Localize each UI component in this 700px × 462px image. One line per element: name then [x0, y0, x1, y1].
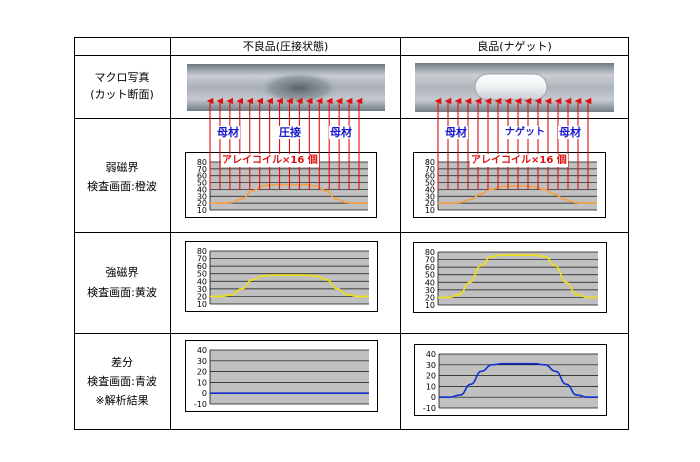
label-base-metal-bad-left: 母材	[216, 126, 240, 139]
y-tick-label: 70	[197, 165, 207, 174]
rule-left	[74, 37, 75, 430]
rule-col2	[400, 37, 401, 430]
y-tick-label: 40	[425, 278, 435, 287]
row-label-weak-line2: 検査画面:橙波	[87, 180, 157, 193]
series-line	[438, 254, 598, 299]
row-label-diff-line2: 検査画面:青波	[87, 375, 157, 388]
label-base-metal-good-left: 母材	[444, 126, 468, 139]
rule-col1	[170, 37, 171, 430]
plot-area	[210, 251, 369, 304]
y-tick-label: 20	[197, 292, 207, 301]
row-label-macro-line2: (カット断面)	[90, 88, 154, 101]
y-tick-label: 20	[426, 372, 436, 381]
y-tick-label: -10	[194, 400, 207, 409]
y-tick-label: 30	[425, 192, 435, 201]
rule-top	[74, 37, 629, 38]
plot-area	[210, 350, 369, 404]
y-tick-label: 0	[202, 389, 207, 398]
y-tick-label: 60	[425, 263, 435, 272]
row-label-strong-line2: 検査画面:黄波	[87, 286, 157, 299]
row-label-diff: 差分 検査画面:青波 ※解析結果	[74, 355, 170, 408]
y-tick-label: 20	[197, 368, 207, 377]
y-tick-label: 10	[426, 382, 436, 391]
comparison-table: 不良品(圧接状態) 良品(ナゲット) マクロ写真 (カット断面) 弱磁界 検査画…	[74, 37, 629, 430]
rule-header	[74, 55, 629, 56]
y-tick-label: 10	[425, 206, 435, 215]
y-tick-label: 80	[197, 247, 207, 256]
y-tick-label: 30	[426, 361, 436, 370]
y-tick-label: 40	[425, 185, 435, 194]
row-label-weak: 弱磁界 検査画面:橙波	[74, 160, 170, 194]
row-label-strong: 強磁界 検査画面:黄波	[74, 265, 170, 300]
row-label-weak-line1: 弱磁界	[105, 161, 139, 174]
row-label-diff-line1: 差分	[111, 356, 133, 369]
y-tick-label: 20	[197, 199, 207, 208]
row-label-strong-line1: 強磁界	[105, 266, 139, 279]
y-tick-label: 10	[197, 300, 207, 309]
y-tick-label: 0	[431, 393, 436, 402]
y-tick-label: 60	[197, 262, 207, 271]
series-line	[210, 274, 369, 298]
coil-arrows-overlay	[206, 97, 592, 190]
y-tick-label: 80	[425, 158, 435, 167]
y-tick-label: 80	[197, 158, 207, 167]
label-array-coil-good: アレイコイル×16 個	[470, 154, 568, 167]
y-tick-label: 30	[425, 286, 435, 295]
row-label-diff-line3: ※解析結果	[95, 394, 149, 407]
y-tick-label: -10	[423, 404, 436, 413]
label-base-metal-bad-right: 母材	[329, 126, 353, 139]
y-tick-label: 50	[425, 179, 435, 188]
label-pressure-weld: 圧接	[278, 126, 302, 139]
y-tick-label: 40	[197, 185, 207, 194]
series-line	[439, 362, 598, 398]
rule-strong	[74, 333, 629, 334]
rule-weak	[74, 232, 629, 233]
y-tick-label: 40	[197, 346, 207, 355]
rule-right	[628, 37, 629, 430]
header-bad: 不良品(圧接状態)	[242, 40, 329, 53]
plot-area	[438, 252, 598, 305]
y-tick-label: 30	[197, 192, 207, 201]
y-tick-label: 10	[197, 378, 207, 387]
label-nugget: ナゲット	[504, 126, 546, 139]
y-tick-label: 20	[425, 199, 435, 208]
y-tick-label: 20	[425, 293, 435, 302]
rule-macro	[74, 118, 629, 119]
y-tick-label: 30	[197, 285, 207, 294]
row-label-macro: マクロ写真 (カット断面)	[74, 70, 170, 102]
row-label-macro-line1: マクロ写真	[94, 71, 150, 84]
y-tick-label: 30	[197, 357, 207, 366]
rule-bottom	[74, 429, 629, 430]
y-tick-label: 50	[197, 179, 207, 188]
header-good: 良品(ナゲット)	[477, 40, 552, 53]
y-tick-label: 10	[197, 206, 207, 215]
y-tick-label: 50	[197, 270, 207, 279]
y-tick-label: 40	[426, 350, 436, 359]
y-tick-label: 50	[425, 271, 435, 280]
y-tick-label: 80	[425, 248, 435, 257]
y-tick-label: 60	[425, 172, 435, 181]
y-tick-label: 70	[425, 256, 435, 265]
label-base-metal-good-right: 母材	[558, 126, 582, 139]
label-array-coil-bad: アレイコイル×16 個	[221, 154, 319, 167]
y-tick-label: 70	[197, 255, 207, 264]
y-tick-label: 70	[425, 165, 435, 174]
y-tick-label: 10	[425, 301, 435, 310]
y-tick-label: 40	[197, 277, 207, 286]
y-tick-label: 60	[197, 172, 207, 181]
